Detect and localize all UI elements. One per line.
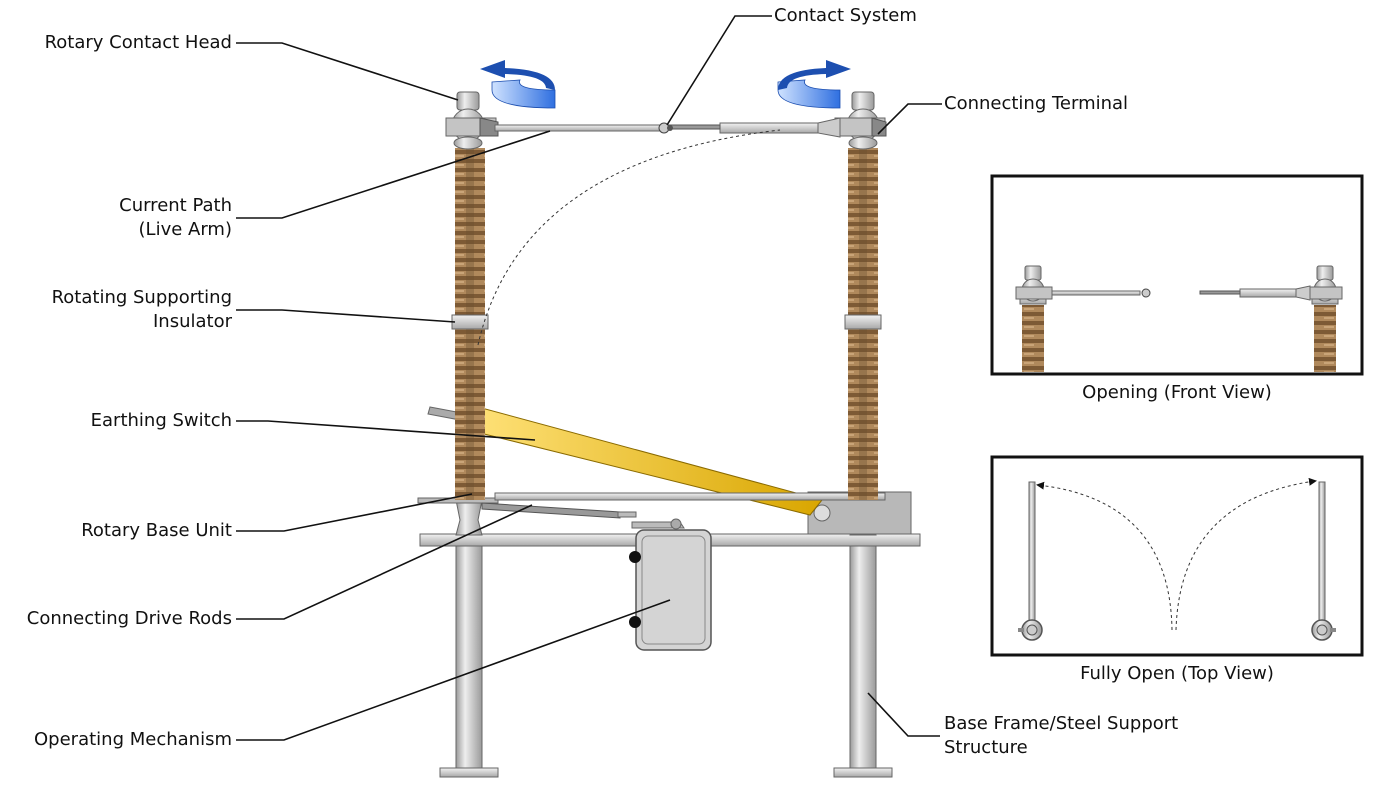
left-contact-head: [445, 91, 499, 150]
right-foot: [833, 767, 893, 778]
label-contact-system: Contact System: [774, 5, 917, 26]
label-earthing-switch: Earthing Switch: [90, 410, 232, 431]
leader-rotary-contact-head: [236, 42, 459, 101]
leader-drive-rods: [236, 504, 533, 620]
caption-opening-front-view: Opening (Front View): [1082, 382, 1272, 403]
label-current-path-line1: Current Path: [119, 195, 232, 216]
inset-opening-front-view: [990, 174, 1364, 376]
right-leg: [849, 544, 877, 771]
right-contact-head: [834, 91, 887, 150]
base-frame: [419, 533, 921, 778]
right-rotation-arrow-icon: [777, 60, 851, 109]
label-current-path: Current Path (Live Arm): [119, 194, 232, 242]
leader-contact-system: [666, 15, 772, 126]
label-connecting-terminal: Connecting Terminal: [944, 93, 1129, 114]
caption-fully-open-top-view: Fully Open (Top View): [1080, 663, 1274, 684]
label-current-path-line2: (Live Arm): [138, 219, 232, 240]
left-insulator: [451, 148, 489, 500]
label-rotary-base-unit: Rotary Base Unit: [81, 520, 232, 541]
swing-arc: [477, 129, 781, 346]
label-base-frame-line2: Structure: [944, 737, 1028, 758]
right-insulator: [844, 148, 882, 500]
leader-operating-mechanism: [236, 599, 671, 741]
left-leg: [455, 544, 483, 771]
current-path-live-arm: [494, 117, 841, 138]
leader-rotary-base-unit: [236, 493, 473, 532]
operating-mechanism: [629, 518, 712, 651]
label-base-frame-line1: Base Frame/Steel Support: [944, 713, 1179, 734]
inset-fully-open-top-view: [990, 455, 1364, 657]
left-foot: [439, 767, 499, 778]
leader-lines: [236, 15, 942, 741]
label-base-frame: Base Frame/Steel Support Structure: [944, 712, 1178, 760]
leader-rotating-insulator: [236, 309, 456, 323]
label-rotating-insulator-line2: Insulator: [152, 311, 232, 332]
leader-current-path: [236, 130, 551, 219]
label-rotating-insulator-line1: Rotating Supporting: [51, 287, 232, 308]
label-connecting-drive-rods: Connecting Drive Rods: [26, 608, 232, 629]
leader-base-frame: [867, 692, 940, 737]
label-rotating-supporting-insulator: Rotating Supporting Insulator: [52, 286, 232, 334]
label-rotary-contact-head: Rotary Contact Head: [44, 32, 232, 53]
label-operating-mechanism: Operating Mechanism: [34, 729, 232, 750]
drive-rods: [417, 492, 886, 519]
leader-earthing-switch: [236, 420, 536, 441]
left-rotation-arrow-icon: [480, 60, 556, 109]
leader-connecting-terminal: [877, 103, 942, 135]
